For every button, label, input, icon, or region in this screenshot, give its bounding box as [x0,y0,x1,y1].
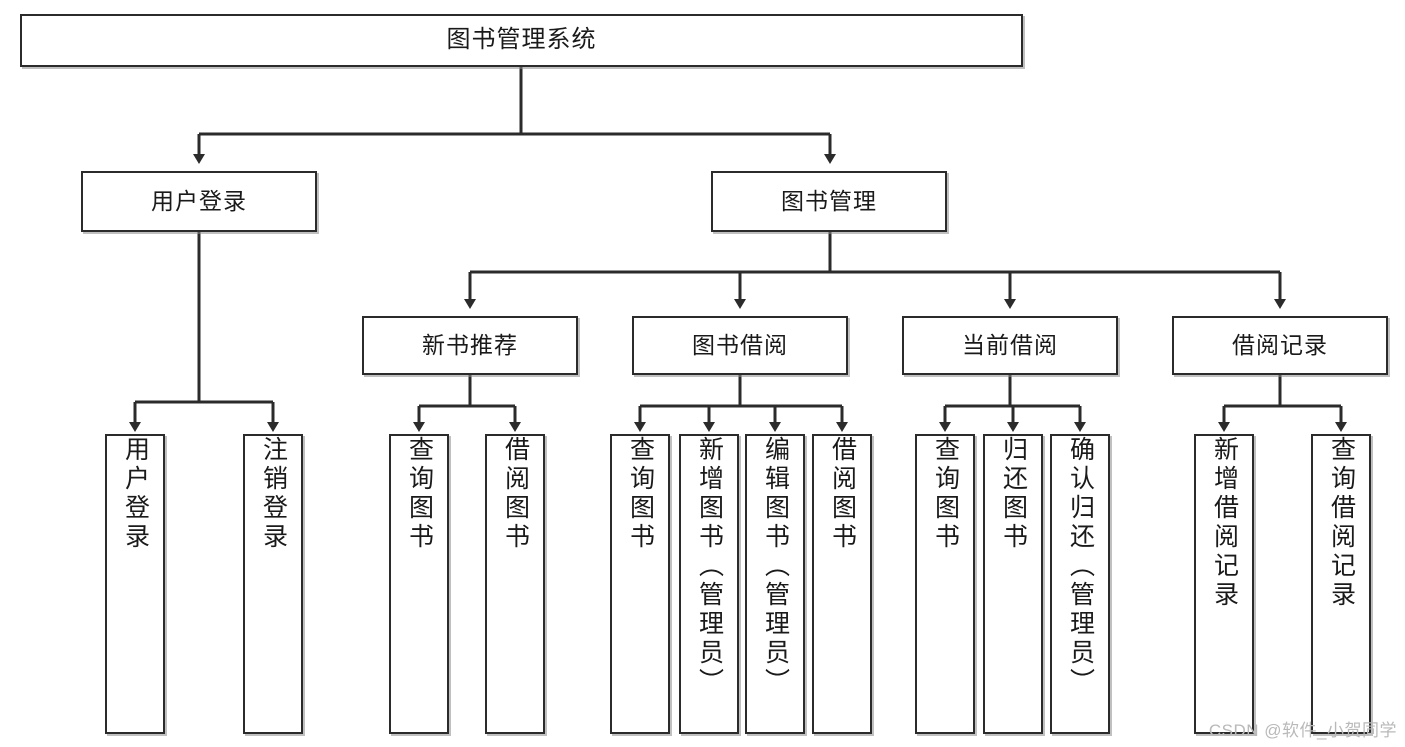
node-label: 新增图书（管理员） [695,436,724,697]
node-book-borrow[interactable]: 图书借阅 [632,316,848,375]
node-label: 图书管理 [781,187,877,214]
leaf-recommend-borrow-book[interactable]: 借阅图书 [485,434,545,734]
node-label: 查询图书 [626,436,655,552]
node-new-book-recommend[interactable]: 新书推荐 [362,316,578,375]
node-label: 用户登录 [151,187,247,214]
node-current-borrow[interactable]: 当前借阅 [902,316,1118,375]
leaf-borrow-query-book[interactable]: 查询图书 [610,434,670,734]
leaf-current-return-book[interactable]: 归还图书 [983,434,1043,734]
node-label: 注销登录 [259,436,288,552]
leaf-current-confirm-return-admin[interactable]: 确认归还（管理员） [1050,434,1110,734]
node-label: 确认归还（管理员） [1066,436,1095,697]
node-label: 借阅图书 [828,436,857,552]
leaf-record-query-record[interactable]: 查询借阅记录 [1311,434,1371,734]
node-label: 用户登录 [121,436,150,552]
leaf-user-login-login[interactable]: 用户登录 [105,434,165,734]
leaf-recommend-query-book[interactable]: 查询图书 [389,434,449,734]
node-label: 借阅记录 [1232,331,1328,358]
leaf-borrow-add-book-admin[interactable]: 新增图书（管理员） [679,434,739,734]
leaf-record-add-record[interactable]: 新增借阅记录 [1194,434,1254,734]
node-borrow-record[interactable]: 借阅记录 [1172,316,1388,375]
node-label: 图书管理系统 [446,26,597,54]
node-label: 查询图书 [405,436,434,552]
node-label: 归还图书 [999,436,1028,552]
node-label: 查询借阅记录 [1327,436,1356,610]
node-user-login[interactable]: 用户登录 [81,171,317,232]
leaf-borrow-borrow-book[interactable]: 借阅图书 [812,434,872,734]
node-label: 新增借阅记录 [1210,436,1239,610]
node-label: 查询图书 [931,436,960,552]
node-root-system[interactable]: 图书管理系统 [20,14,1023,67]
leaf-user-login-logout[interactable]: 注销登录 [243,434,303,734]
leaf-borrow-edit-book-admin[interactable]: 编辑图书（管理员） [745,434,805,734]
node-label: 图书借阅 [692,331,788,358]
node-label: 借阅图书 [501,436,530,552]
node-label: 当前借阅 [962,331,1058,358]
leaf-current-query-book[interactable]: 查询图书 [915,434,975,734]
node-label: 新书推荐 [422,331,518,358]
watermark-text: CSDN @软件_小贺同学 [1208,721,1397,740]
node-book-management[interactable]: 图书管理 [711,171,947,232]
node-label: 编辑图书（管理员） [761,436,790,697]
